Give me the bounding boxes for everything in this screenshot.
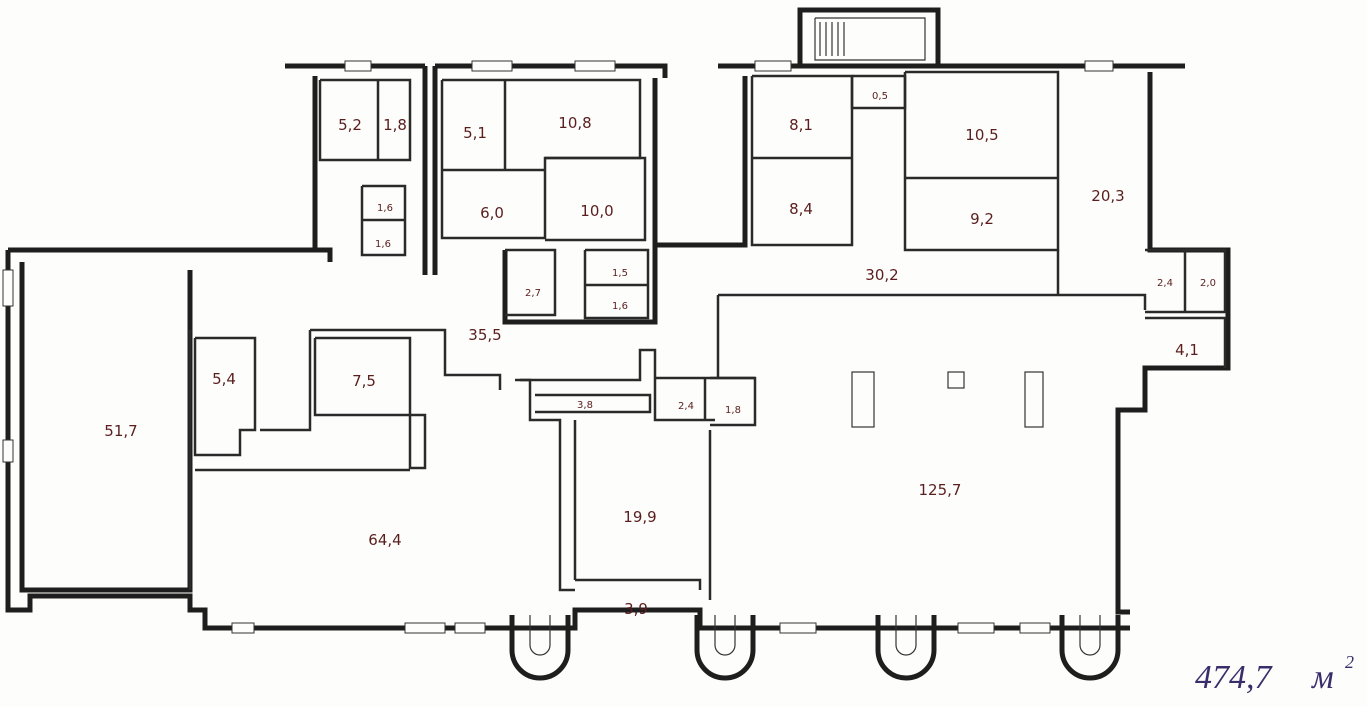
window-openings: [2, 60, 1114, 634]
room-area-label: 1,6: [612, 301, 628, 312]
room-area-label: 2,0: [1200, 278, 1216, 289]
room-area-label: 1,8: [383, 116, 407, 134]
total-area-annotation: 474,7 м 2: [1195, 652, 1354, 696]
room-area-label: 3,8: [577, 400, 593, 411]
room-area-label: 0,5: [872, 91, 888, 102]
room-area-label: 30,2: [865, 266, 898, 284]
room-area-label: 3,9: [624, 600, 648, 618]
room-area-label: 2,4: [1157, 278, 1173, 289]
bay-windows: [509, 615, 1121, 681]
room-area-label: 1,5: [612, 268, 628, 279]
room-area-label: 5,1: [463, 124, 487, 142]
room-area-label: 5,2: [338, 116, 362, 134]
room-area-label: 2,7: [525, 288, 541, 299]
interior-walls: [188, 70, 1227, 600]
room-area-label: 64,4: [368, 531, 401, 549]
room-area-label: 4,1: [1175, 341, 1199, 359]
room-area-label: 51,7: [104, 422, 137, 440]
room-area-label: 10,0: [580, 202, 613, 220]
room-area-label: 35,5: [468, 326, 501, 344]
room-area-label: 125,7: [919, 481, 962, 499]
room-area-label: 20,3: [1091, 187, 1124, 205]
room-area-label: 8,1: [789, 116, 813, 134]
room-area-label: 10,5: [965, 126, 998, 144]
room-area-label: 2,4: [678, 401, 694, 412]
total-area-value: 474,7: [1195, 659, 1274, 696]
room-area-label: 19,9: [623, 508, 656, 526]
total-area-unit: м: [1311, 659, 1334, 696]
room-area-label: 1,6: [377, 203, 393, 214]
room-area-label: 6,0: [480, 204, 504, 222]
room-area-label: 8,4: [789, 200, 813, 218]
room-area-label: 1,8: [725, 405, 741, 416]
room-area-label: 5,4: [212, 370, 236, 388]
total-area-unit-power: 2: [1345, 652, 1354, 672]
room-area-label: 10,8: [558, 114, 591, 132]
room-area-label: 1,6: [375, 239, 391, 250]
room-labels: 51,7 5,4 7,5 64,4 35,5 5,2 1,8 1,6 1,6 5…: [104, 91, 1216, 618]
room-area-label: 9,2: [970, 210, 994, 228]
room-area-label: 7,5: [352, 372, 376, 390]
